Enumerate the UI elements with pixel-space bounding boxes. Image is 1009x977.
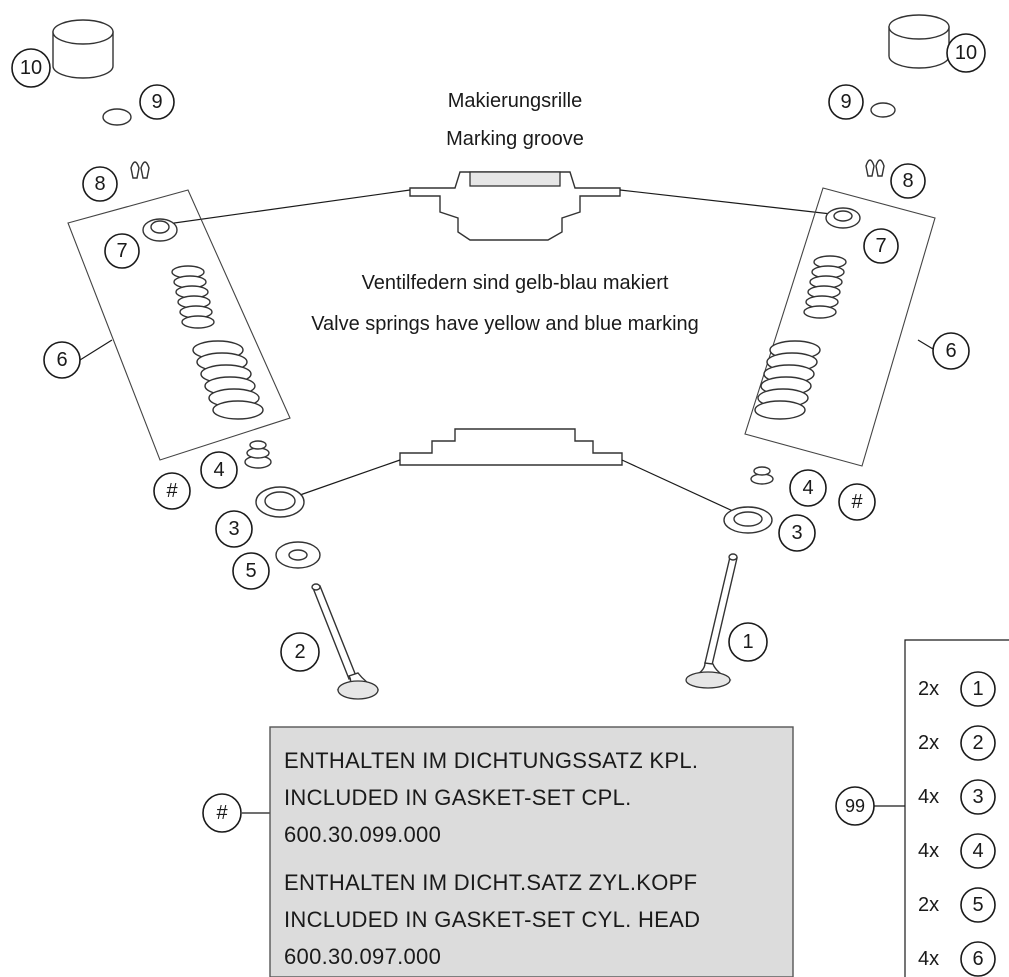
gasket-line-2: INCLUDED IN GASKET-SET CPL. (284, 785, 632, 810)
kit-part-number: 5 (972, 894, 983, 916)
seal-section-lower (399, 428, 623, 466)
callout-99: 99 (835, 786, 875, 826)
tappet-right (888, 14, 950, 69)
gasket-line-3: 600.30.099.000 (284, 822, 441, 847)
springs-note-en: Valve springs have yellow and blue marki… (311, 313, 699, 335)
svg-text:9: 9 (151, 91, 162, 113)
svg-text:10: 10 (955, 42, 977, 64)
svg-text:8: 8 (902, 170, 913, 192)
svg-text:7: 7 (875, 235, 886, 257)
kit-row: 4x 4 (918, 833, 996, 869)
svg-text:#: # (851, 491, 863, 513)
callout-9-right: 9 (828, 84, 864, 120)
svg-text:2: 2 (294, 641, 305, 663)
callout-8-left: 8 (82, 166, 118, 202)
shim-left (102, 108, 132, 126)
kit-part-number: 1 (972, 678, 983, 700)
spring-set-box-right (744, 187, 936, 467)
kit-row: 4x 3 (918, 779, 996, 815)
kit-row: 4x 6 (918, 941, 996, 977)
kit-part-circle (960, 725, 996, 761)
kit-part-number: 3 (972, 786, 983, 808)
springs-note-de: Ventilfedern sind gelb-blau makiert (362, 272, 669, 294)
spring-seat-left (255, 486, 305, 518)
kit-part-circle (960, 779, 996, 815)
svg-text:4: 4 (213, 459, 224, 481)
groove-note-en: Marking groove (446, 128, 584, 150)
callout-6-right: 6 (932, 332, 970, 370)
callout-hash-left: # (153, 472, 191, 510)
callout-3-left: 3 (215, 510, 253, 548)
kit-part-circle (960, 887, 996, 923)
kit-row: 2x 5 (918, 887, 996, 923)
callout-4-left: 4 (200, 451, 238, 489)
svg-text:9: 9 (840, 91, 851, 113)
shim-right (870, 102, 896, 118)
gasket-line-1: ENTHALTEN IM DICHTUNGSSATZ KPL. (284, 748, 698, 773)
svg-text:4: 4 (802, 477, 813, 499)
kit-part-number: 6 (972, 948, 983, 970)
kit-row: 2x 1 (918, 671, 996, 707)
spring-set-box-left (67, 189, 291, 461)
kit-qty: 2x (918, 732, 939, 754)
svg-text:5: 5 (245, 560, 256, 582)
kit-row: 2x 2 (918, 725, 996, 761)
exhaust-valve (311, 583, 380, 700)
svg-text:6: 6 (56, 349, 67, 371)
callout-4-right: 4 (789, 469, 827, 507)
kit-qty: 4x (918, 948, 939, 970)
gasket-set-box: ENTHALTEN IM DICHTUNGSSATZ KPL. INCLUDED… (269, 726, 794, 977)
intake-valve (685, 553, 738, 689)
groove-note-de: Makierungsrille (448, 90, 583, 112)
retainer-section-upper (409, 171, 621, 241)
stem-seal-right (750, 466, 774, 485)
kit-qty: 4x (918, 786, 939, 808)
kit-qty: 4x (918, 840, 939, 862)
svg-text:8: 8 (94, 173, 105, 195)
callout-10-left: 10 (11, 48, 51, 88)
kit-part-circle (960, 941, 996, 977)
kit-part-circle (960, 671, 996, 707)
spring-seat-right (723, 506, 773, 534)
gasket-line-5: INCLUDED IN GASKET-SET CYL. HEAD (284, 907, 700, 932)
callout-5: 5 (232, 552, 270, 590)
svg-text:#: # (166, 480, 178, 502)
gasket-line-4: ENTHALTEN IM DICHT.SATZ ZYL.KOPF (284, 870, 697, 895)
callout-1: 1 (728, 622, 768, 662)
kit-part-number: 4 (972, 840, 983, 862)
svg-text:6: 6 (945, 340, 956, 362)
callout-6-left: 6 (43, 341, 81, 379)
kit-part-circle (960, 833, 996, 869)
gasket-line-6: 600.30.097.000 (284, 944, 441, 969)
callout-10-right: 10 (946, 33, 986, 73)
callout-8-right: 8 (890, 163, 926, 199)
svg-text:1: 1 (742, 631, 753, 653)
svg-text:3: 3 (228, 518, 239, 540)
kit-list: 2x 1 2x 2 4x 3 4x 4 2x 5 4x 6 (918, 671, 996, 977)
callout-3-right: 3 (778, 514, 816, 552)
svg-text:99: 99 (845, 796, 865, 816)
washer (275, 541, 321, 569)
kit-part-number: 2 (972, 732, 983, 754)
stem-seal-left (244, 440, 272, 469)
callout-9-left: 9 (139, 84, 175, 120)
kit-qty: 2x (918, 894, 939, 916)
callout-7-left: 7 (104, 233, 140, 269)
svg-text:#: # (216, 802, 228, 824)
callout-7-right: 7 (863, 228, 899, 264)
svg-text:3: 3 (791, 522, 802, 544)
svg-text:10: 10 (20, 57, 42, 79)
callout-hash-right: # (838, 483, 876, 521)
kit-qty: 2x (918, 678, 939, 700)
valve-keepers-left (130, 161, 150, 179)
callout-hash-box: # (202, 793, 242, 833)
valve-keepers-right (865, 159, 885, 177)
callout-2: 2 (280, 632, 320, 672)
svg-text:7: 7 (116, 240, 127, 262)
tappet-left (52, 19, 114, 79)
